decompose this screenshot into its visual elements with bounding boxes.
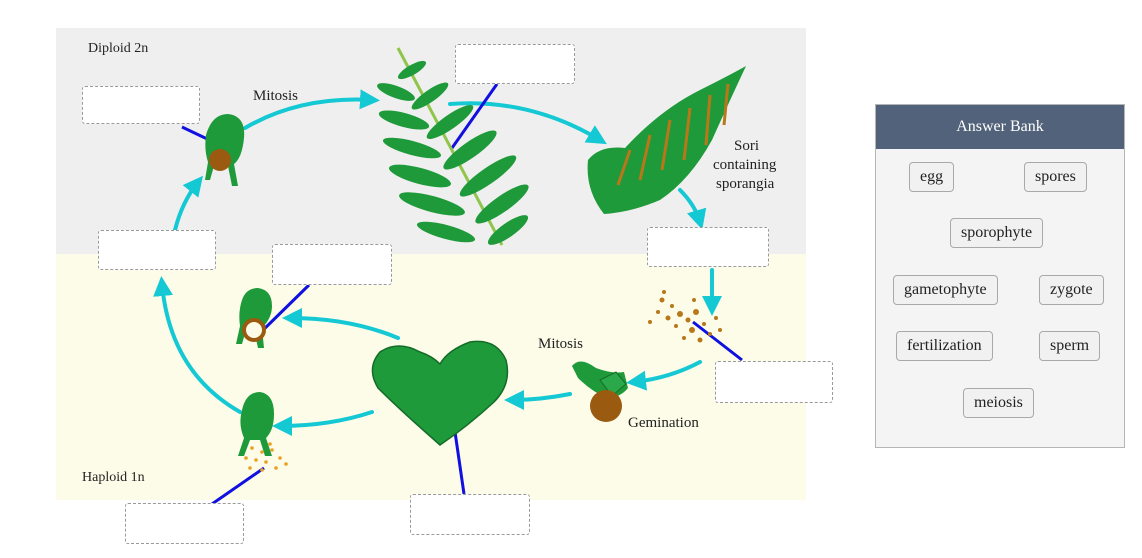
answer-chip-egg[interactable]: egg (909, 162, 955, 192)
archegonium-egg-illustration (236, 288, 272, 348)
answer-chip-sporophyte[interactable]: sporophyte (950, 218, 1044, 248)
spores-illustration (648, 290, 722, 343)
germinating-spore-illustration (572, 361, 628, 422)
drop-box-fertilization[interactable] (98, 230, 216, 270)
drop-box-spores[interactable] (715, 361, 833, 403)
answer-bank: Answer Bank egg spores sporophyte gameto… (875, 104, 1125, 448)
answer-chip-gametophyte[interactable]: gametophyte (893, 275, 998, 305)
answer-chip-fertilization[interactable]: fertilization (896, 331, 993, 361)
answer-bank-title: Answer Bank (876, 105, 1124, 149)
sori-frond-illustration (587, 66, 746, 214)
zygote-illustration (205, 114, 245, 186)
gemination-label: Gemination (628, 415, 699, 431)
answer-chip-spores[interactable]: spores (1024, 162, 1087, 192)
gametophyte-illustration (371, 340, 509, 446)
diploid-label: Diploid 2n (88, 41, 149, 56)
answer-chip-meiosis[interactable]: meiosis (963, 388, 1034, 418)
mitosis-label-bottom: Mitosis (538, 336, 584, 352)
fern-life-cycle-diagram (56, 28, 806, 506)
sori-label-line3: sporangia (716, 176, 775, 192)
drop-box-sperm[interactable] (125, 503, 244, 544)
mitosis-label-top: Mitosis (253, 88, 299, 104)
drop-box-zygote[interactable] (82, 86, 200, 124)
sporophyte-frond-illustration (377, 47, 529, 246)
sori-label-line2: containing (713, 157, 777, 173)
answer-chip-zygote[interactable]: zygote (1039, 275, 1104, 305)
antheridium-sperm-illustration (238, 392, 288, 472)
leader-lines (181, 83, 743, 506)
drop-box-gametophyte[interactable] (410, 494, 530, 535)
answer-chip-sperm[interactable]: sperm (1039, 331, 1101, 361)
drop-box-meiosis[interactable] (647, 227, 769, 267)
haploid-label: Haploid 1n (82, 470, 145, 485)
drop-box-sporophyte[interactable] (455, 44, 575, 84)
sori-label-line1: Sori (734, 138, 760, 154)
drop-box-egg[interactable] (272, 244, 392, 285)
cycle-arrows (153, 89, 722, 436)
